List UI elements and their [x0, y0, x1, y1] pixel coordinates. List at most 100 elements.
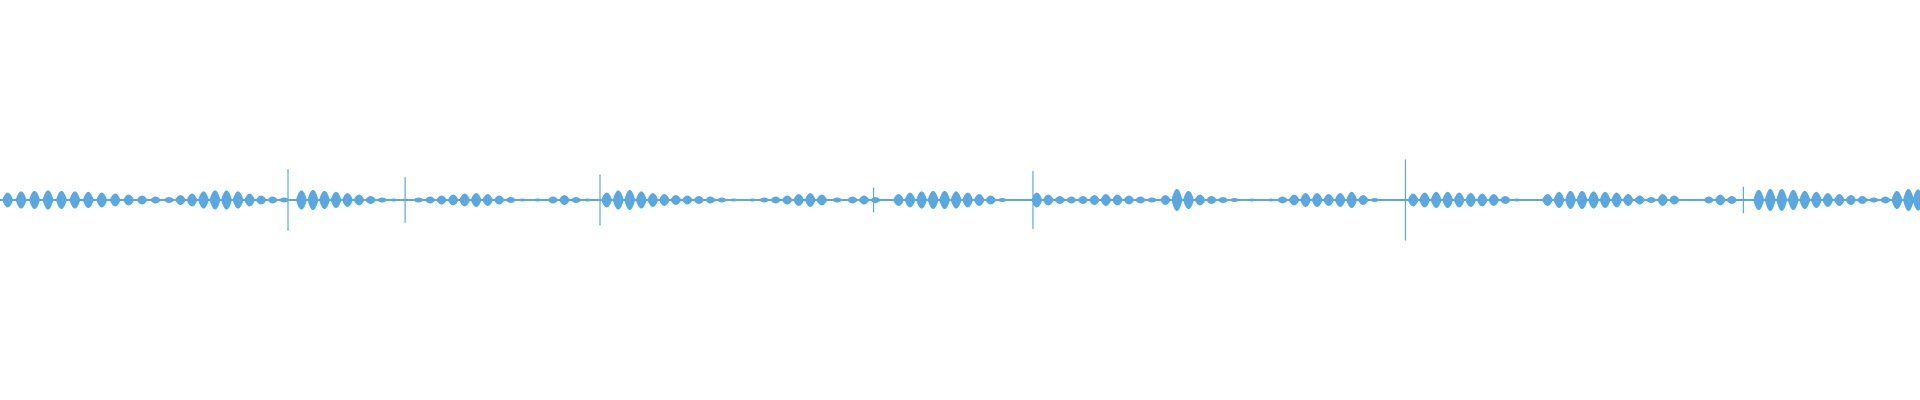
waveform-burst: [1442, 191, 1454, 209]
waveform-burst: [1499, 195, 1511, 205]
waveform-burst: [1810, 191, 1822, 209]
waveform-burst: [693, 195, 705, 205]
waveform-burst: [1833, 193, 1845, 207]
waveform-burst: [1622, 193, 1634, 207]
waveform-burst: [1453, 192, 1465, 208]
waveform-burst: [532, 198, 544, 202]
waveform-burst: [1100, 193, 1112, 207]
waveform-burst: [1576, 190, 1588, 210]
waveform-burst: [1634, 195, 1646, 205]
waveform-burst: [1229, 197, 1241, 203]
waveform-burst: [1657, 193, 1669, 207]
waveform-burst: [136, 195, 148, 205]
waveform-burst: [704, 196, 716, 204]
waveform-burst: [647, 192, 659, 208]
waveform-burst: [482, 193, 494, 207]
waveform-burst: [1171, 188, 1183, 212]
waveform-burst: [1542, 193, 1554, 207]
waveform-burst: [635, 191, 647, 209]
waveform-burst: [1357, 194, 1369, 206]
waveform-burst: [770, 196, 782, 204]
waveform-burst: [1553, 191, 1565, 209]
waveform-burst: [624, 189, 636, 211]
waveform-burst: [1465, 192, 1477, 208]
waveform-burst: [447, 194, 459, 206]
waveform-burst: [547, 196, 559, 204]
waveform-burst: [582, 198, 594, 202]
waveform-burst: [681, 195, 693, 205]
waveform-burst: [1346, 191, 1358, 209]
waveform-burst: [209, 190, 221, 210]
waveform-burst: [1217, 196, 1229, 204]
waveform-burst: [123, 194, 135, 206]
waveform-burst: [1868, 197, 1880, 203]
waveform-burst: [996, 197, 1008, 203]
waveform-burst: [1430, 191, 1442, 209]
waveform-burst: [870, 196, 882, 204]
waveform-burst: [295, 190, 307, 210]
waveform-burst: [1407, 193, 1419, 207]
waveform-burst: [232, 191, 244, 209]
waveform-burst: [1726, 195, 1738, 205]
waveform-burst: [163, 196, 175, 204]
waveform-burst: [1588, 191, 1600, 209]
waveform-burst: [804, 192, 816, 208]
waveform-burst: [1488, 193, 1500, 207]
waveform-bursts: [2, 188, 1920, 212]
waveform-burst: [1065, 196, 1077, 204]
waveform-burst: [96, 192, 108, 208]
waveform-burst: [1088, 194, 1100, 206]
waveform-burst: [831, 197, 843, 203]
waveform-burst: [459, 193, 471, 207]
waveform-burst: [1565, 190, 1577, 210]
waveform-burst: [42, 190, 54, 210]
waveform-burst: [612, 190, 624, 210]
waveform-burst: [174, 194, 186, 206]
waveform-burst: [1311, 192, 1323, 208]
waveform-burst: [318, 190, 330, 210]
waveform-burst: [1146, 197, 1158, 203]
waveform-burst: [973, 193, 985, 207]
waveform-burst: [716, 197, 728, 203]
waveform-burst: [1334, 192, 1346, 208]
waveform-burst: [1891, 190, 1903, 210]
waveform-burst: [1265, 198, 1277, 202]
waveform-burst: [493, 195, 505, 205]
waveform-burst: [927, 190, 939, 210]
waveform-burst: [1902, 188, 1914, 212]
waveform-burst: [1182, 190, 1194, 210]
waveform-burst: [29, 190, 41, 210]
waveform-burst: [1194, 194, 1206, 206]
waveform-burst: [278, 197, 290, 203]
waveform-burst: [1323, 193, 1335, 207]
waveform-burst: [1611, 192, 1623, 208]
waveform-burst: [150, 196, 162, 204]
waveform-burst: [69, 191, 81, 209]
waveform-burst: [2, 192, 14, 208]
waveform-burst: [413, 197, 425, 203]
waveform-burst: [342, 192, 354, 208]
waveform-burst: [570, 196, 582, 204]
waveform-burst: [1369, 197, 1381, 203]
waveform-burst: [55, 190, 67, 210]
waveform-burst: [1822, 192, 1834, 208]
waveform-burst: [793, 193, 805, 207]
waveform-burst: [376, 197, 388, 203]
waveform-burst: [244, 193, 256, 207]
waveform-burst: [1159, 194, 1171, 206]
waveform-burst: [758, 197, 770, 203]
waveform-burst: [1246, 198, 1258, 202]
waveform-burst: [1645, 196, 1657, 204]
waveform-burst: [939, 190, 951, 210]
waveform-burst: [470, 192, 482, 208]
waveform-burst: [747, 198, 759, 202]
waveform-burst: [658, 193, 670, 207]
waveform-burst: [1419, 192, 1431, 208]
waveform-burst: [893, 193, 905, 207]
waveform-burst: [601, 192, 613, 208]
waveform-burst: [1054, 195, 1066, 205]
waveform-burst: [1856, 195, 1868, 205]
waveform-burst: [109, 193, 121, 207]
waveform-burst: [516, 198, 528, 202]
waveform-burst: [330, 191, 342, 209]
